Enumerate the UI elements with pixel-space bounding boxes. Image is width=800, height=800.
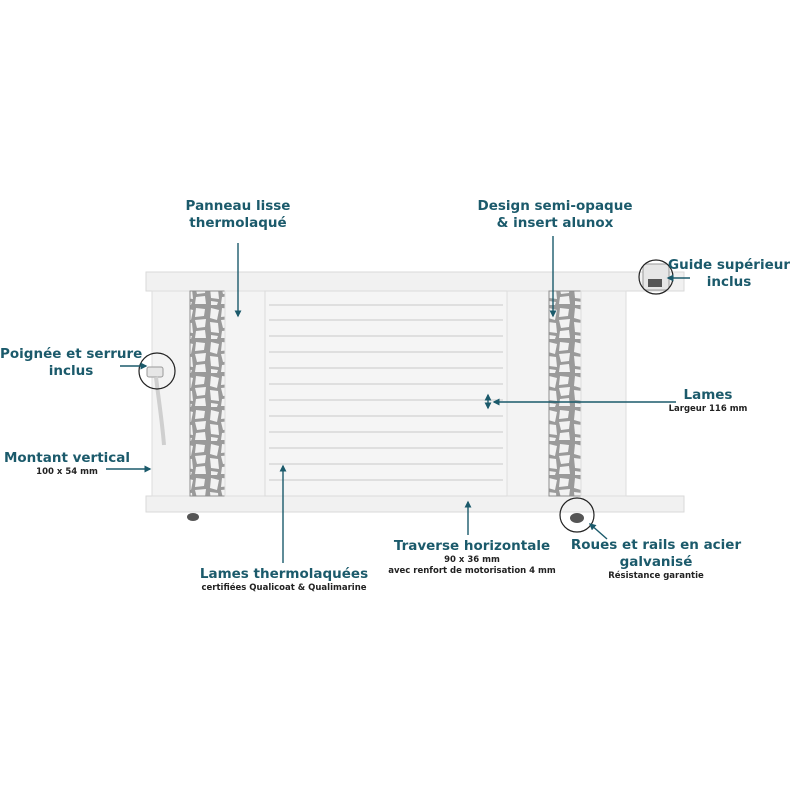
top-guide bbox=[642, 263, 670, 291]
label-lames-thermo: Lames thermolaquées certifiées Qualicoat… bbox=[194, 566, 374, 594]
wheel-left bbox=[187, 513, 199, 521]
label-guide-line2: inclus bbox=[706, 273, 752, 290]
label-traverse-sub1: 90 x 36 mm bbox=[444, 554, 500, 565]
lames-panel bbox=[264, 290, 508, 497]
label-panneau-line1: Panneau lisse bbox=[185, 198, 291, 214]
label-poignee-line2: inclus bbox=[48, 362, 94, 379]
wheel-highlight-circle bbox=[559, 497, 595, 533]
label-roues-line2: galvanisé bbox=[619, 553, 693, 570]
label-montant-sub: 100 x 54 mm bbox=[36, 466, 98, 477]
label-lames-thermo-sub: certifiées Qualicoat & Qualimarine bbox=[201, 582, 367, 593]
smooth-panel-left bbox=[224, 290, 266, 497]
label-design-line2: & insert alunox bbox=[496, 214, 614, 231]
label-traverse: Traverse horizontale 90 x 36 mm avec ren… bbox=[386, 538, 558, 576]
label-traverse-title: Traverse horizontale bbox=[393, 538, 551, 554]
label-guide: Guide supérieur inclus bbox=[668, 257, 790, 291]
label-roues-sub: Résistance garantie bbox=[608, 570, 704, 581]
label-lames-title: Lames bbox=[683, 387, 733, 403]
label-traverse-sub2: avec renfort de motorisation 4 mm bbox=[388, 565, 556, 576]
handle-highlight-circle bbox=[138, 352, 176, 390]
wheel-right bbox=[570, 513, 584, 523]
label-guide-line1: Guide supérieur bbox=[668, 257, 791, 273]
label-lames-sub: Largeur 116 mm bbox=[668, 403, 748, 414]
label-panneau-line2: thermolaqué bbox=[189, 214, 287, 231]
label-poignee-line1: Poignée et serrure bbox=[0, 346, 143, 362]
insert-right bbox=[548, 290, 582, 497]
label-montant-title: Montant vertical bbox=[3, 450, 131, 466]
bottom-rail bbox=[145, 495, 685, 513]
handle bbox=[146, 366, 166, 446]
insert-left bbox=[189, 290, 226, 497]
label-poignee: Poignée et serrure inclus bbox=[0, 346, 142, 380]
vertical-post-mid bbox=[506, 290, 550, 497]
top-rail bbox=[145, 271, 685, 292]
label-lames: Lames Largeur 116 mm bbox=[648, 387, 768, 415]
label-panneau: Panneau lisse thermolaqué bbox=[178, 198, 298, 232]
label-roues: Roues et rails en acier galvanisé Résist… bbox=[570, 537, 742, 581]
label-montant: Montant vertical 100 x 54 mm bbox=[2, 450, 132, 478]
arrow-roues bbox=[588, 523, 608, 540]
lames-lines bbox=[269, 304, 503, 481]
label-lames-thermo-title: Lames thermolaquées bbox=[199, 566, 369, 582]
label-design-line1: Design semi-opaque bbox=[477, 198, 633, 214]
leader-arrows bbox=[106, 236, 690, 563]
label-design: Design semi-opaque & insert alunox bbox=[473, 198, 637, 232]
label-roues-line1: Roues et rails en acier bbox=[570, 537, 742, 553]
vertical-post-right bbox=[580, 290, 627, 497]
